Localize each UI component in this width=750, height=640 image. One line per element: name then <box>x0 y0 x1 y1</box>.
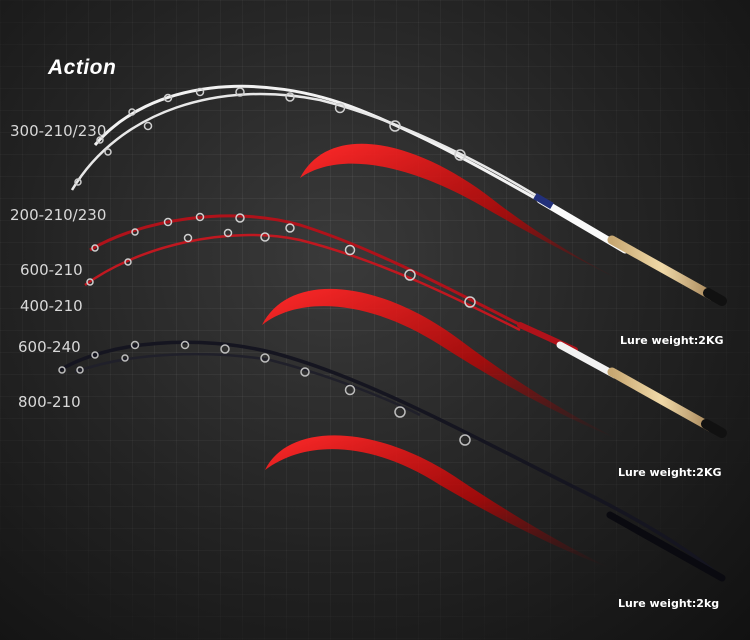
lure-weight-label-1: Lure weight:2KG <box>620 334 724 347</box>
model-label-1: 300-210/230 <box>10 122 107 140</box>
red-swoosh-2 <box>262 288 620 440</box>
model-label-6: 800-210 <box>18 393 81 411</box>
white-rod-handle <box>607 235 717 301</box>
black-rod-1 <box>59 340 724 580</box>
model-label-4: 400-210 <box>20 297 83 315</box>
red-rod-handle <box>607 367 715 432</box>
white-rod-blue-band <box>533 192 554 210</box>
black-rod-group <box>58 340 726 582</box>
white-rod-end-cap <box>703 288 727 306</box>
model-label-3: 600-210 <box>20 261 83 279</box>
red-rod-group <box>84 212 727 438</box>
red-swoosh-3 <box>265 435 610 568</box>
red-swoosh-1 <box>300 143 640 290</box>
white-rod-group <box>70 84 727 306</box>
red-rod-white-section <box>556 341 619 379</box>
lure-weight-label-2: Lure weight:2KG <box>618 466 722 479</box>
red-rod-2 <box>84 233 521 332</box>
page-title: Action <box>48 56 117 79</box>
red-rod-1 <box>89 214 561 347</box>
black-rod-butt <box>606 511 726 582</box>
black-rod-2 <box>74 352 421 417</box>
white-rod-2 <box>70 92 561 212</box>
model-label-5: 600-240 <box>18 338 81 356</box>
model-label-2: 200-210/230 <box>10 206 107 224</box>
lure-weight-label-3: Lure weight:2kg <box>618 597 720 610</box>
red-rod-end-cap <box>701 419 727 438</box>
